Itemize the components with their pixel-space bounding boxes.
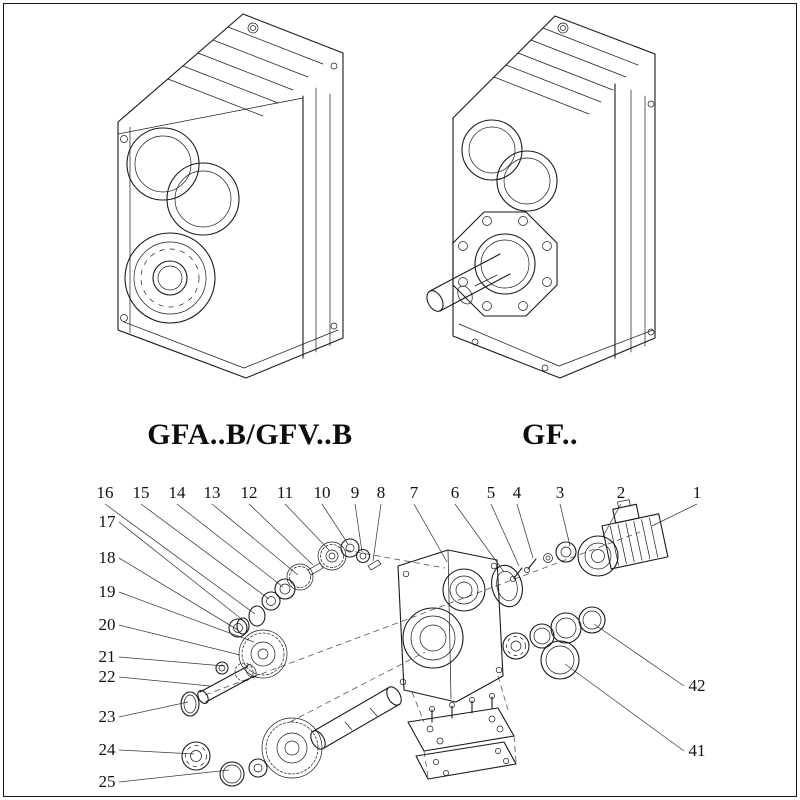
part-number: 2 [617, 483, 626, 502]
model-label-gfab: GFA..B/GFV..B [147, 418, 353, 451]
part-number: 10 [314, 483, 331, 502]
part-number: 4 [513, 483, 522, 502]
part-number: 7 [410, 483, 419, 502]
assembly-axis-lines [204, 531, 641, 778]
part-number: 25 [99, 772, 116, 791]
part-number: 9 [351, 483, 360, 502]
cover-and-fasteners [491, 541, 577, 608]
fasteners-and-plugs [471, 22, 655, 372]
part-number: 19 [99, 582, 116, 601]
part-number: 1 [693, 483, 702, 502]
intermediate-gear-set [180, 618, 288, 787]
output-gear-and-shaft [261, 686, 402, 779]
part-number: 6 [451, 483, 460, 502]
part-number: 41 [689, 741, 706, 760]
cooling-fins [493, 27, 639, 115]
gearbox-drawing-gfab [117, 13, 344, 379]
part-number: 24 [99, 740, 117, 759]
model-label-gf: GF.. [522, 418, 578, 451]
part-number: 8 [377, 483, 386, 502]
part-number: 3 [556, 483, 565, 502]
gear-housing [397, 549, 504, 703]
part-number: 11 [277, 483, 293, 502]
part-number: 14 [169, 483, 187, 502]
motor [577, 499, 669, 577]
cooling-fins [167, 26, 324, 117]
leader-lines [104, 503, 698, 783]
fasteners-and-plugs [120, 22, 338, 330]
input-shaft-parts-train [236, 538, 382, 635]
part-number: 16 [97, 483, 114, 502]
part-number: 15 [133, 483, 150, 502]
part-number: 12 [241, 483, 258, 502]
gearbox-body-outline [452, 15, 656, 379]
part-number: 20 [99, 615, 116, 634]
part-number: 13 [204, 483, 221, 502]
part-number: 23 [99, 707, 116, 726]
output-shaft [426, 253, 511, 312]
part-number: 5 [487, 483, 496, 502]
base-plates-and-bolts [407, 693, 517, 780]
part-number-callouts: 16 15 14 13 12 11 10 9 8 7 6 5 4 3 2 1 1… [97, 483, 706, 791]
part-number: 21 [99, 647, 116, 666]
input-bores [126, 127, 240, 236]
part-number: 17 [99, 512, 117, 531]
part-number: 22 [99, 667, 116, 686]
part-number: 18 [99, 548, 116, 567]
part-number: 42 [689, 676, 706, 695]
seal-and-ring-set [502, 606, 606, 680]
input-bores [461, 119, 558, 212]
hollow-shaft-bearing [124, 232, 216, 324]
exploded-parts-diagram: 16 15 14 13 12 11 10 9 8 7 6 5 4 3 2 1 1… [97, 483, 706, 791]
output-flange [452, 211, 558, 317]
gearbox-drawing-gf [426, 15, 656, 379]
